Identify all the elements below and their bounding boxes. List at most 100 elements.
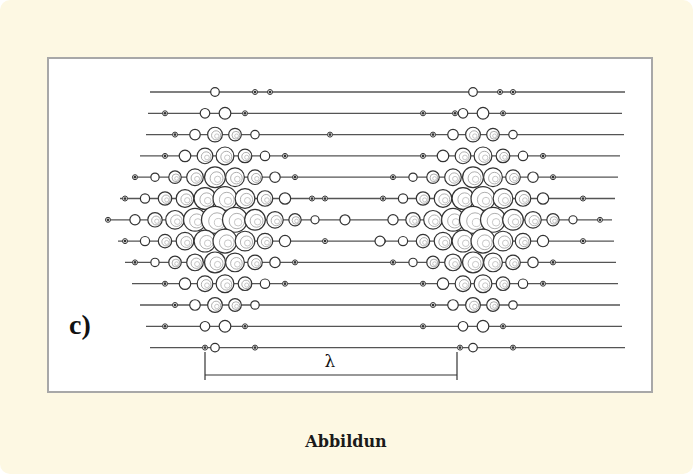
molecule-shading <box>483 283 488 288</box>
molecule <box>506 255 521 270</box>
molecule <box>148 213 162 227</box>
molecule-shading <box>235 134 239 138</box>
molecule-shading <box>175 177 179 181</box>
molecule-shading <box>462 197 469 204</box>
molecule-shading <box>458 193 472 207</box>
molecule <box>173 303 178 308</box>
molecule <box>251 130 259 138</box>
molecule <box>541 281 546 286</box>
molecule-line <box>146 326 622 327</box>
molecule <box>293 260 298 265</box>
molecule-shading <box>172 174 180 182</box>
molecule-shading <box>204 197 211 204</box>
molecule-shading <box>191 173 201 183</box>
molecule <box>455 148 471 164</box>
molecule <box>496 149 510 163</box>
molecule-shading <box>523 198 528 203</box>
molecule-dot <box>124 240 127 243</box>
molecule <box>253 90 258 95</box>
molecule-shading <box>261 237 271 247</box>
molecule-shading <box>219 235 234 250</box>
molecule <box>216 275 234 293</box>
molecule-shading <box>231 172 243 184</box>
molecule <box>223 207 248 232</box>
molecule-shading <box>255 262 259 266</box>
molecule-dot <box>392 261 395 264</box>
molecule <box>431 303 436 308</box>
molecule-dot <box>284 282 287 285</box>
molecule-shading <box>245 198 251 204</box>
molecule-shading <box>191 258 201 268</box>
molecule-shading <box>255 176 259 180</box>
molecule-shading <box>214 261 220 267</box>
molecule <box>525 212 541 228</box>
molecule <box>289 214 301 226</box>
molecule-shading <box>479 151 490 162</box>
molecule-shading <box>410 216 419 225</box>
molecule <box>551 260 556 265</box>
molecule <box>509 130 517 138</box>
molecule <box>245 209 266 230</box>
molecule-shading <box>477 235 492 250</box>
molecule-shading <box>468 257 481 270</box>
molecule-shading <box>245 283 249 287</box>
molecule <box>551 175 556 180</box>
molecule <box>283 281 288 286</box>
molecule <box>528 257 538 267</box>
molecule-dot <box>382 197 385 200</box>
molecule-shading <box>430 174 438 182</box>
molecule-shading <box>468 172 481 185</box>
molecule-dot <box>499 91 502 94</box>
molecule <box>219 107 231 119</box>
molecule <box>158 234 171 247</box>
molecule <box>421 281 426 286</box>
molecule <box>518 151 527 160</box>
molecule <box>163 111 168 116</box>
molecule-shading <box>235 304 239 308</box>
molecule <box>251 301 259 309</box>
molecule <box>248 255 263 270</box>
molecule <box>421 153 426 158</box>
molecule-shading <box>210 257 223 270</box>
molecule <box>260 279 269 288</box>
molecule-dot <box>164 155 167 158</box>
molecule-shading <box>500 152 508 160</box>
molecule-shading <box>171 215 183 227</box>
molecule <box>133 260 138 265</box>
molecule-shading <box>510 259 519 268</box>
molecule <box>463 252 484 273</box>
molecule <box>515 191 531 207</box>
molecule-dot <box>164 325 167 328</box>
molecule-shading <box>195 176 200 181</box>
molecule <box>211 88 220 97</box>
molecule-dot <box>432 133 435 136</box>
molecule-dot <box>244 325 247 328</box>
molecule-shading <box>489 172 501 184</box>
molecule-shading <box>205 155 210 160</box>
molecule-dot <box>542 155 545 158</box>
molecule <box>163 281 168 286</box>
molecule-shading <box>489 258 501 270</box>
molecule-shading <box>210 172 223 185</box>
molecule <box>190 300 201 311</box>
molecule-shading <box>215 304 219 308</box>
molecule-shading <box>498 193 510 205</box>
molecule-shading <box>261 194 271 204</box>
molecule <box>598 217 603 222</box>
molecule <box>501 111 506 116</box>
molecule-dot <box>459 346 462 349</box>
molecule-shading <box>250 214 263 227</box>
molecule-shading <box>185 240 190 245</box>
molecule <box>257 191 273 207</box>
molecule <box>511 90 516 95</box>
molecule <box>123 196 128 201</box>
molecule <box>179 150 191 162</box>
molecule-dot <box>502 112 505 115</box>
molecule <box>409 258 417 266</box>
molecule <box>445 169 462 186</box>
molecule-shading <box>449 173 459 183</box>
molecule <box>243 324 248 329</box>
molecule <box>226 168 245 187</box>
molecule <box>179 278 191 290</box>
molecule <box>484 168 503 187</box>
